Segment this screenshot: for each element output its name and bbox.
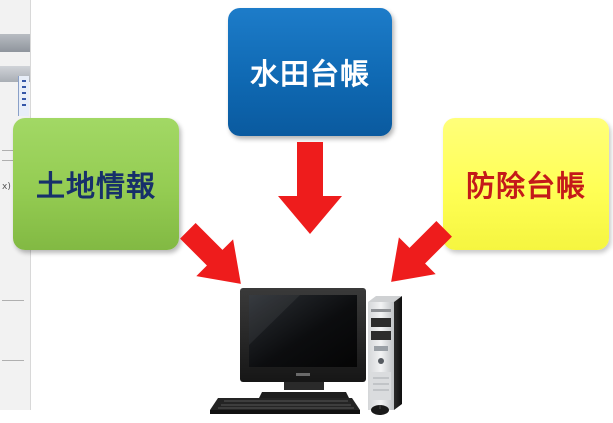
flood-ledger-label: 防除台帳 [465, 169, 586, 203]
paddy-ledger-label: 水田台帳 [249, 57, 370, 91]
desktop-computer-icon [210, 288, 402, 415]
strip-line [2, 360, 24, 361]
land-info-box: 土地情報 [13, 118, 179, 250]
arrow-icon [180, 223, 241, 284]
land-info-label: 土地情報 [35, 169, 156, 203]
paddy-ledger-box: 水田台帳 [228, 8, 392, 136]
strip-side-panel [18, 76, 29, 116]
strip-line [2, 300, 24, 301]
strip-text-fragment: x) [2, 182, 11, 192]
arrow-icon [391, 221, 452, 282]
strip-toolbar [0, 34, 30, 52]
flood-ledger-box: 防除台帳 [443, 118, 609, 250]
arrow-icon [278, 142, 342, 234]
